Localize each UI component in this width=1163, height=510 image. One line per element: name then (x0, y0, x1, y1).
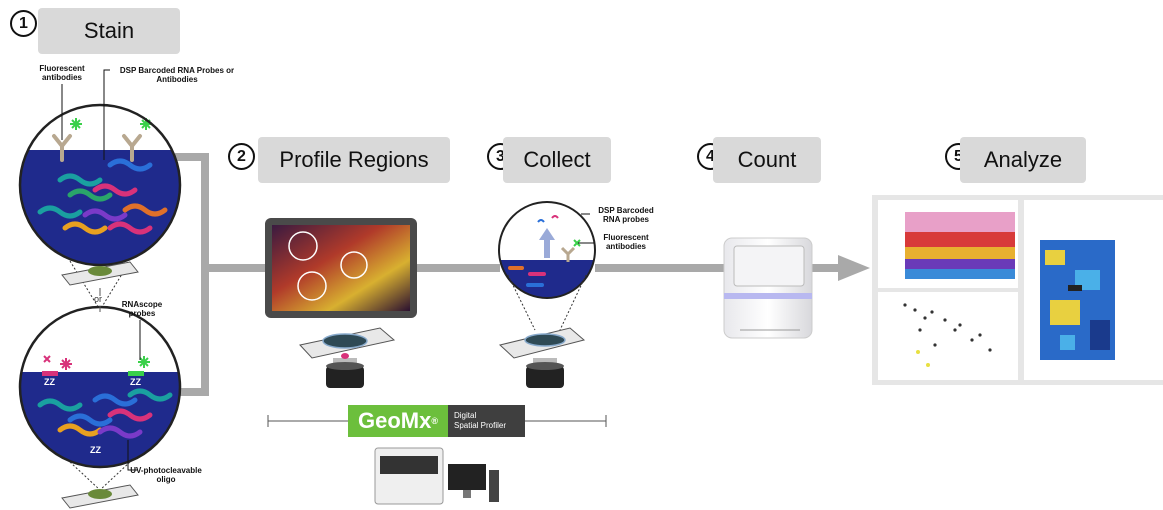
step-number-2: 2 (228, 143, 255, 170)
step-label-collect: Collect (503, 137, 611, 183)
arrow-head (838, 255, 870, 281)
step-label-analyze: Analyze (960, 137, 1086, 183)
fluorescent-antibodies-label: Fluorescent antibodies (39, 64, 85, 82)
uv-oligo-label: UV-photocleavable oligo (130, 466, 202, 484)
stain-top-circle (18, 103, 182, 311)
svg-text:ZZ: ZZ (90, 445, 101, 455)
step-label-count: Count (713, 137, 821, 183)
rnascope-probes-label: RNAscope probes (121, 300, 163, 318)
step-number-1: 1 (10, 10, 37, 37)
geomx-instrument (374, 447, 499, 505)
collect-fluorescent-antibodies-label: Fluorescent antibodies (603, 233, 649, 251)
geomx-line2: Spatial Profiler (454, 421, 507, 430)
geomx-logo: GeoMx® Digital Spatial Profiler (348, 405, 525, 437)
geomx-subtitle-box: Digital Spatial Profiler (448, 405, 525, 437)
geomx-brand: GeoMx (358, 408, 432, 433)
collect-circle (498, 201, 596, 388)
svg-text:ZZ: ZZ (130, 377, 141, 387)
geomx-line1: Digital (454, 411, 477, 420)
analysis-panels (872, 195, 1163, 385)
count-instrument (723, 237, 813, 339)
collect-dsp-probes-label: DSP Barcoded RNA probes (598, 206, 654, 224)
or-label: or (94, 294, 103, 304)
geomx-brand-box: GeoMx® (348, 405, 448, 437)
step-label-profile-regions: Profile Regions (258, 137, 450, 183)
svg-text:ZZ: ZZ (44, 377, 55, 387)
geomx-reg: ® (431, 416, 438, 426)
dsp-probes-label: DSP Barcoded RNA Probes or Antibodies (119, 66, 235, 84)
step-label-stain: Stain (38, 8, 180, 54)
profile-monitor (265, 218, 417, 388)
connector-pipes (175, 153, 840, 396)
